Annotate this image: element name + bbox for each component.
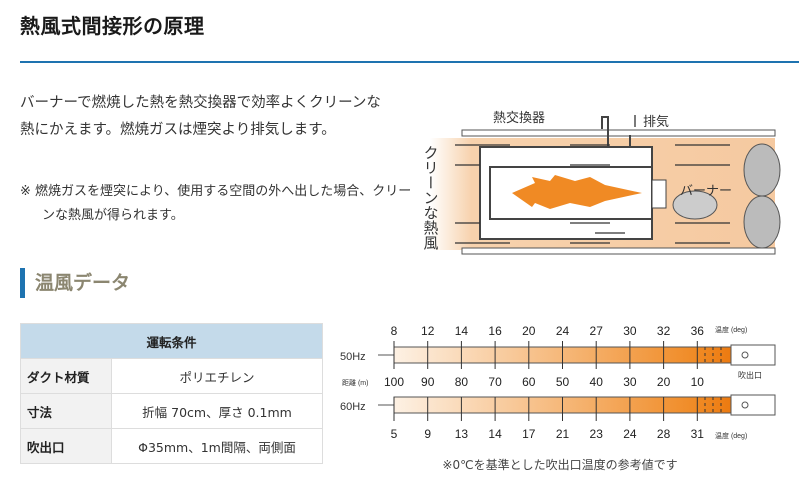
distance-label: 10 [691, 375, 705, 389]
temperature-label: 14 [488, 427, 502, 441]
table-row: ダクト材質ポリエチレン [20, 358, 323, 394]
distance-label: 30 [623, 375, 637, 389]
distance-label: 40 [590, 375, 604, 389]
temperature-label: 31 [691, 427, 705, 441]
row-key: 寸法 [20, 393, 112, 429]
burner-blower-icon [672, 190, 718, 220]
table-header: 運転条件 [20, 323, 323, 359]
row-value: Φ35mm、1m間隔、両側面 [111, 428, 323, 464]
burner-label: バーナー [680, 183, 732, 198]
airflow-arrows [455, 115, 730, 244]
temperature-label: 17 [522, 427, 536, 441]
temperature-label: 28 [657, 427, 671, 441]
chimney-icon [601, 116, 631, 147]
temperature-label: 9 [424, 427, 431, 441]
temperature-label: 27 [590, 324, 604, 338]
temperature-label: 8 [391, 324, 398, 338]
series-label: 60Hz [340, 401, 366, 413]
clean-hot-air-label: クリーンな熱風 [422, 145, 439, 251]
row-key: ダクト材質 [20, 358, 112, 394]
footnote: ※0℃を基準とした吹出口温度の参考値です [442, 458, 678, 472]
outlet-label: 吹出口 [738, 370, 762, 380]
temperature-label: 30 [623, 324, 637, 338]
fan-blade-icon [743, 143, 781, 197]
temperature-label: 14 [455, 324, 469, 338]
temperature-label: 24 [556, 324, 570, 338]
heat-exchanger-label: 熱交換器 [493, 110, 545, 125]
distance-label: 50 [556, 375, 570, 389]
row-value: 折幅 70cm、厚さ 0.1mm [111, 393, 323, 429]
title-divider [20, 61, 799, 63]
note-text: ※ 燃焼ガスを煙突により、使用する空間の外へ出した場合、クリーンな熱風が得られま… [20, 184, 412, 223]
outlet-nozzle [730, 394, 776, 416]
distance-label: 100 [384, 375, 404, 389]
temperature-label: 16 [488, 324, 502, 338]
section-title: 温風データ [20, 268, 130, 298]
flame-icon [512, 175, 642, 209]
temperature-label: 5 [391, 427, 398, 441]
temperature-label: 20 [522, 324, 536, 338]
temperature-label: 12 [421, 324, 435, 338]
temperature-axis-label: 温度 (deg) [715, 325, 747, 334]
distance-axis-label: 距離 (m) [342, 378, 368, 387]
temperature-label: 13 [455, 427, 469, 441]
distance-label: 60 [522, 375, 536, 389]
page-title: 熱風式間接形の原理 [20, 14, 205, 38]
distance-label: 80 [455, 375, 469, 389]
temperature-label: 32 [657, 324, 671, 338]
distance-label: 90 [421, 375, 435, 389]
fan-blade-icon [743, 195, 781, 249]
series-label: 50Hz [340, 351, 366, 363]
row-key: 吹出口 [20, 428, 112, 464]
exhaust-label: 排気 [643, 114, 669, 129]
distance-label: 20 [657, 375, 671, 389]
duct-bottom-wall [461, 247, 776, 255]
burner-nozzle [651, 179, 667, 209]
temperature-label: 23 [590, 427, 604, 441]
temperature-label: 21 [556, 427, 570, 441]
temperature-label: 36 [691, 324, 705, 338]
distance-label: 70 [488, 375, 502, 389]
outlet-hole [741, 351, 749, 359]
outlet-nozzle [730, 344, 776, 366]
temperature-label: 24 [623, 427, 637, 441]
description-text: バーナーで燃焼した熱を熱交換器で効率よくクリーンな熱にかえます。燃焼ガスは煙突よ… [20, 95, 381, 138]
hot-air-temperature-chart: 50Hz 8 12 14 16 20 24 27 30 32 36 温度 (deg) 60Hz 5 9 13 1… [340, 324, 776, 441]
table-row: 寸法折幅 70cm、厚さ 0.1mm [20, 393, 323, 429]
temperature-axis-label: 温度 (deg) [715, 431, 747, 440]
heater-principle-diagram: 熱交換器 排気 バーナー クリーンな熱風 [422, 110, 781, 255]
outlet-hole [741, 401, 749, 409]
duct-top-wall [461, 129, 776, 137]
row-value: ポリエチレン [111, 358, 323, 394]
